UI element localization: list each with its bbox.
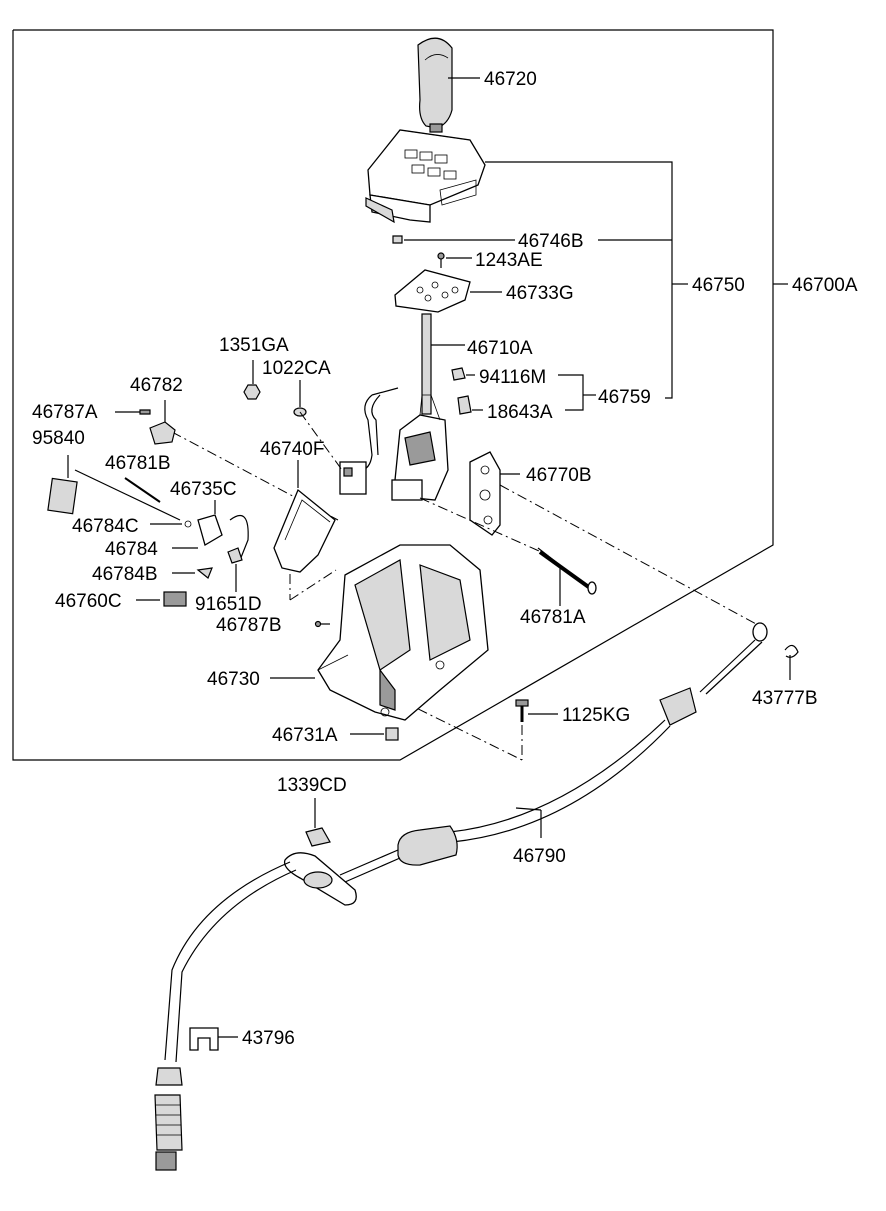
label-1243ae: 1243AE	[475, 250, 543, 271]
label-46782: 46782	[130, 375, 183, 396]
shift-lever-rod	[421, 313, 432, 415]
label-46740f: 46740F	[260, 439, 324, 460]
label-43796: 43796	[242, 1028, 295, 1049]
label-46750: 46750	[692, 275, 745, 296]
label-46759: 46759	[598, 387, 651, 408]
label-1022ca: 1022CA	[262, 358, 331, 379]
assembly-boundary	[12, 29, 774, 761]
label-95840: 95840	[32, 428, 85, 449]
label-46760c: 46760C	[55, 591, 122, 612]
label-46784c: 46784C	[72, 516, 139, 537]
label-46710a: 46710A	[467, 338, 533, 359]
label-1125kg: 1125KG	[562, 705, 630, 726]
label-46781b: 46781B	[105, 453, 171, 474]
label-46781a: 46781A	[520, 607, 586, 628]
label-46787a: 46787A	[32, 402, 98, 423]
label-46731a: 46731A	[272, 725, 338, 746]
label-94116m: 94116M	[479, 367, 546, 388]
label-91651d: 91651D	[195, 594, 262, 615]
shift-lever-cover	[273, 488, 336, 573]
label-46730: 46730	[207, 669, 260, 690]
shift-cable	[154, 622, 768, 1171]
label-46784b: 46784B	[92, 564, 158, 585]
shift-knob	[417, 37, 453, 133]
lever-bracket	[469, 451, 501, 536]
label-46787b: 46787B	[216, 615, 282, 636]
label-46784: 46784	[105, 539, 158, 560]
label-1339cd: 1339CD	[277, 775, 347, 796]
label-46720: 46720	[484, 69, 537, 90]
label-46735c: 46735C	[170, 479, 237, 500]
label-46790: 46790	[513, 846, 566, 867]
indicator-plate	[394, 269, 471, 313]
indicator-housing	[365, 129, 486, 224]
label-46700a: 46700A	[792, 275, 858, 296]
label-43777b: 43777B	[752, 688, 818, 709]
label-46733g: 46733G	[506, 283, 574, 304]
shift-lever-body	[391, 394, 449, 501]
label-46746b: 46746B	[518, 231, 584, 252]
label-18643a: 18643A	[487, 402, 553, 423]
shift-lever-base	[317, 544, 489, 721]
label-46770b: 46770B	[526, 465, 592, 486]
label-1351ga: 1351GA	[219, 335, 289, 356]
